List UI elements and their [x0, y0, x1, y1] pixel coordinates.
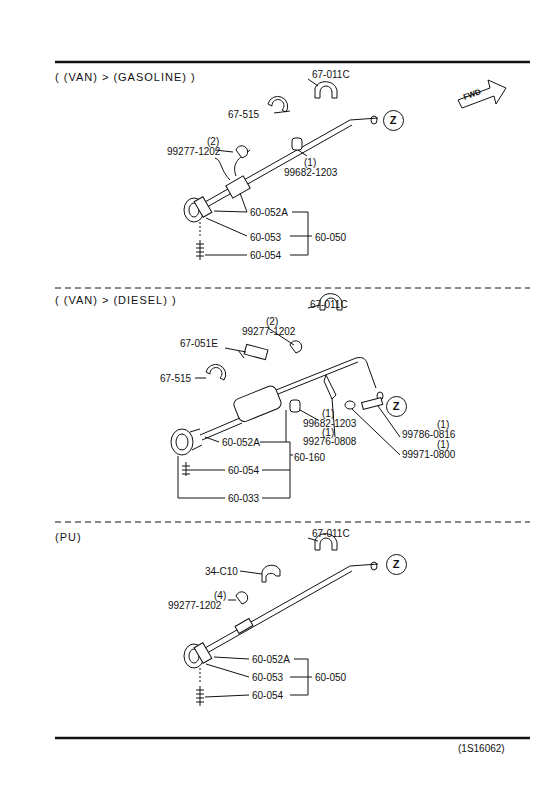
part-number: 67-011C — [312, 69, 350, 80]
quantity-number: (4) — [214, 590, 226, 601]
direction-marker: FWD — [463, 88, 481, 100]
reference-circle: Z — [383, 110, 404, 131]
part-number: 60-033 — [228, 493, 259, 504]
part-number: 67-011C — [310, 299, 348, 310]
part-number: 60-050 — [315, 672, 346, 683]
quantity-number: (1) — [322, 408, 334, 419]
part-number: 60-160 — [294, 452, 325, 463]
part-number: 60-052A — [222, 437, 260, 448]
circle-letter: Z — [393, 558, 400, 570]
part-number: 67-051E — [180, 338, 218, 349]
part-number: 99277-1202 — [168, 600, 221, 611]
part-number: 99277-1202 — [242, 326, 295, 337]
part-number: 99277-1202 — [167, 146, 220, 157]
part-number: 60-054 — [250, 250, 281, 261]
quantity-number: (2) — [207, 136, 219, 147]
quantity-number: (1) — [437, 419, 449, 430]
part-number: 60-053 — [252, 672, 283, 683]
section-heading: ( (VAN) > (DIESEL) ) — [55, 295, 177, 306]
part-number: 99276-0808 — [303, 436, 356, 447]
circle-letter: Z — [390, 114, 397, 126]
part-number: 67-515 — [228, 109, 259, 120]
circle-letter: Z — [393, 400, 400, 412]
part-number: 60-054 — [228, 465, 259, 476]
part-number: 60-054 — [252, 690, 283, 701]
part-number: 99786-0816 — [402, 429, 455, 440]
reference-circle: Z — [386, 396, 407, 417]
part-number: 60-053 — [250, 232, 281, 243]
quantity-number: (1) — [304, 157, 316, 168]
part-number: 60-052A — [252, 654, 290, 665]
quantity-number: (1) — [437, 439, 449, 450]
part-number: 67-011C — [312, 528, 350, 539]
section-heading: (PU) — [55, 532, 82, 543]
reference-circle: Z — [386, 554, 407, 575]
section-heading: ( (VAN) > (GASOLINE) ) — [55, 72, 196, 83]
part-number: 67-515 — [160, 373, 191, 384]
part-number: 60-052A — [250, 207, 288, 218]
part-number: 99971-0800 — [402, 449, 455, 460]
quantity-number: (1S16062) — [458, 743, 505, 754]
part-number: 60-050 — [315, 232, 346, 243]
quantity-number: (2) — [266, 316, 278, 327]
part-number: 34-C10 — [205, 566, 238, 577]
part-number: 99682-1203 — [284, 167, 337, 178]
